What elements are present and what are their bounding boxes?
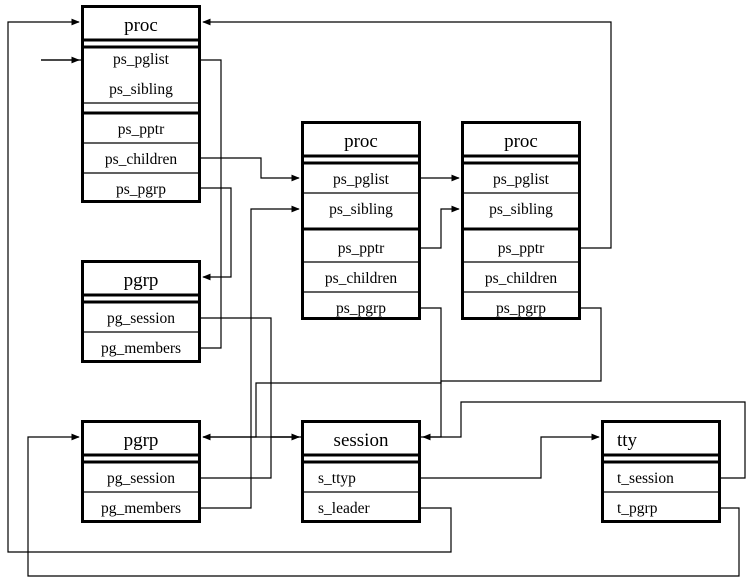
proc-right-field-ps_pglist: ps_pglist — [493, 171, 550, 188]
wire-pgrplower-members-to-procmid-sibling — [201, 205, 300, 509]
wire-pgrpupper-session-to-session — [201, 317, 300, 441]
pgrp-lower-field-pg_session: pg_session — [107, 470, 175, 487]
pgrp-lower-field-pg_members: pg_members — [101, 500, 181, 517]
wire-pgrplower-session-to-session — [201, 433, 300, 479]
proc-right-field-ps_sibling: ps_sibling — [489, 201, 553, 218]
proc-mid-field-ps_pglist: ps_pglist — [333, 171, 390, 188]
tty-title: tty — [617, 430, 638, 451]
proc-top-field-ps_sibling: ps_sibling — [109, 81, 173, 98]
proc-right-field-ps_pgrp: ps_pgrp — [496, 300, 546, 317]
proc-mid-field-ps_children: ps_children — [325, 270, 398, 287]
proc-top-field-ps_pglist: ps_pglist — [113, 51, 170, 68]
proc-mid-field-ps_pptr: ps_pptr — [338, 240, 385, 257]
proc-top-title: proc — [124, 15, 158, 36]
struct-box-proc-right: proc ps_pglist ps_sibling ps_pptr ps_chi… — [461, 121, 581, 320]
wire-tty-tsession-to-session — [422, 401, 746, 479]
wire-proctop-pgrp-to-pgrp-upper — [201, 187, 232, 281]
wire-session-sttyp-to-tty — [421, 433, 600, 479]
wire-procmid-pgrp-to-pgrplower — [202, 307, 442, 441]
pgrp-upper-field-pg_members: pg_members — [101, 340, 181, 357]
session-field-s_ttyp: s_ttyp — [318, 470, 356, 487]
struct-box-proc-top: proc ps_pglist ps_sibling ps_pptr ps_chi… — [81, 5, 201, 203]
wire-session-sleader-to-proctop — [7, 18, 452, 553]
proc-right-title: proc — [504, 131, 538, 152]
proc-top-field-ps_pgrp: ps_pgrp — [116, 181, 166, 198]
wire-tty-tpgrp-to-pgrplower — [27, 433, 740, 577]
struct-box-proc-mid: proc ps_pglist ps_sibling ps_pptr ps_chi… — [301, 121, 421, 320]
session-title: session — [334, 430, 389, 451]
pgrp-upper-outline — [81, 260, 201, 363]
wire-proctop-children-to-procmid-pglist — [201, 157, 300, 182]
session-field-s_leader: s_leader — [318, 500, 370, 517]
proc-right-field-ps_children: ps_children — [485, 270, 558, 287]
pgrp-upper-field-pg_session: pg_session — [107, 310, 175, 327]
session-outline — [301, 420, 421, 523]
proc-mid-field-ps_pgrp: ps_pgrp — [336, 300, 386, 317]
struct-box-tty: tty t_session t_pgrp — [601, 420, 721, 523]
wire-procright-pptr-to-proctop — [202, 18, 612, 249]
tty-field-t_pgrp: t_pgrp — [617, 500, 658, 517]
wire-procright-pgrp-to-pgrplower — [203, 307, 602, 438]
proc-mid-title: proc — [344, 131, 378, 152]
proc-mid-field-ps_sibling: ps_sibling — [329, 201, 393, 218]
tty-outline — [601, 420, 721, 523]
proc-top-field-ps_pptr: ps_pptr — [118, 121, 165, 138]
proc-right-field-ps_pptr: ps_pptr — [498, 240, 545, 257]
wire-procmid-pptr-to-procright-sibling — [421, 205, 460, 249]
struct-box-pgrp-upper: pgrp pg_session pg_members — [81, 260, 201, 363]
pgrp-lower-title: pgrp — [124, 430, 159, 451]
pgrp-upper-title: pgrp — [124, 270, 159, 291]
struct-box-pgrp-lower: pgrp pg_session pg_members — [81, 420, 201, 523]
struct-box-session: session s_ttyp s_leader — [301, 420, 421, 523]
proc-top-field-ps_children: ps_children — [105, 151, 178, 168]
tty-field-t_session: t_session — [617, 470, 674, 487]
pgrp-lower-outline — [81, 420, 201, 523]
